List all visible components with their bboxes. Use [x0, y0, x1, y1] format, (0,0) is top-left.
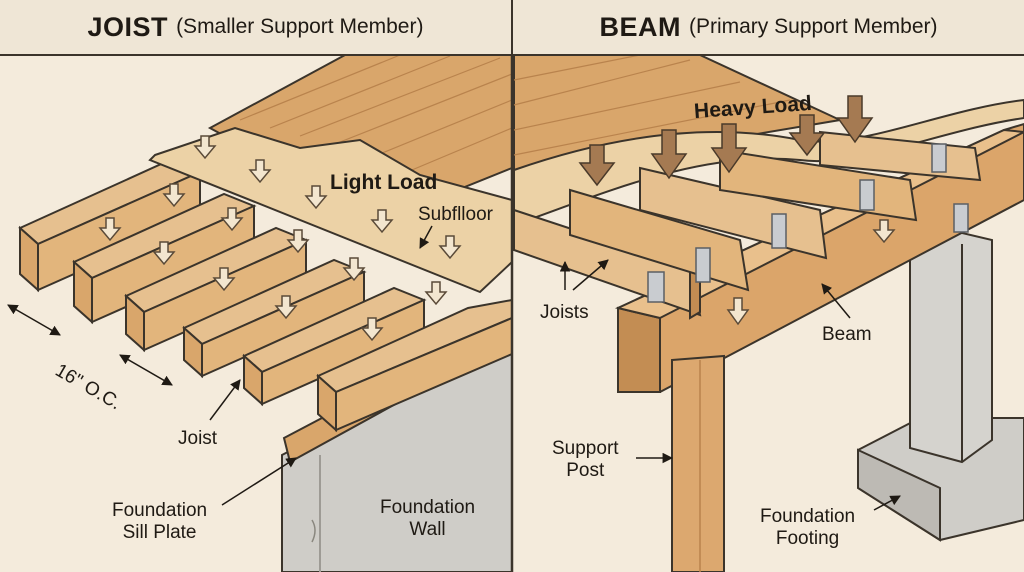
concrete-pier	[909, 230, 993, 464]
joist-hangers	[647, 143, 969, 303]
joist-subtitle: (Smaller Support Member)	[176, 15, 424, 38]
footing-label-line2: Footing	[775, 528, 840, 549]
wall-label-line1: Foundation	[380, 497, 476, 518]
joist-label: Joist	[178, 428, 218, 449]
subfloor-right	[513, 98, 1024, 227]
support-post	[671, 354, 725, 572]
heavy-load-arrows	[578, 95, 874, 187]
sill-plate-label-line2: Sill Plate	[122, 522, 197, 543]
sill-plate-label: Foundation Sill Plate	[112, 500, 207, 544]
joists-left	[18, 158, 513, 433]
beam-label: Beam	[822, 324, 872, 345]
subfloor-sheet	[148, 126, 513, 294]
post-label-line1: Support	[552, 438, 619, 459]
joist-header: JOIST (Smaller Support Member)	[0, 0, 511, 56]
sill-plate-label-line1: Foundation	[112, 500, 208, 521]
post-label-line2: Post	[566, 460, 605, 481]
wall-label-line2: Wall	[409, 519, 446, 540]
foundation-wall-label: Foundation Wall	[380, 497, 475, 541]
footing-label: Foundation Footing	[760, 506, 855, 550]
subfloor-label: Subflloor	[418, 204, 493, 225]
beam-subtitle: (Primary Support Member)	[688, 15, 938, 38]
light-load-label: Light Load	[330, 171, 438, 194]
beam-title: BEAM	[599, 11, 681, 42]
right-panel-art	[513, 54, 1024, 572]
left-panel-art	[7, 54, 513, 572]
joist-title: JOIST	[87, 11, 169, 42]
support-post-label: Support Post	[552, 438, 619, 482]
footing-label-line1: Foundation	[760, 506, 856, 527]
light-load-arrows	[98, 135, 462, 342]
beam-header: BEAM (Primary Support Member)	[513, 0, 1024, 56]
joists-label: Joists	[540, 302, 589, 323]
